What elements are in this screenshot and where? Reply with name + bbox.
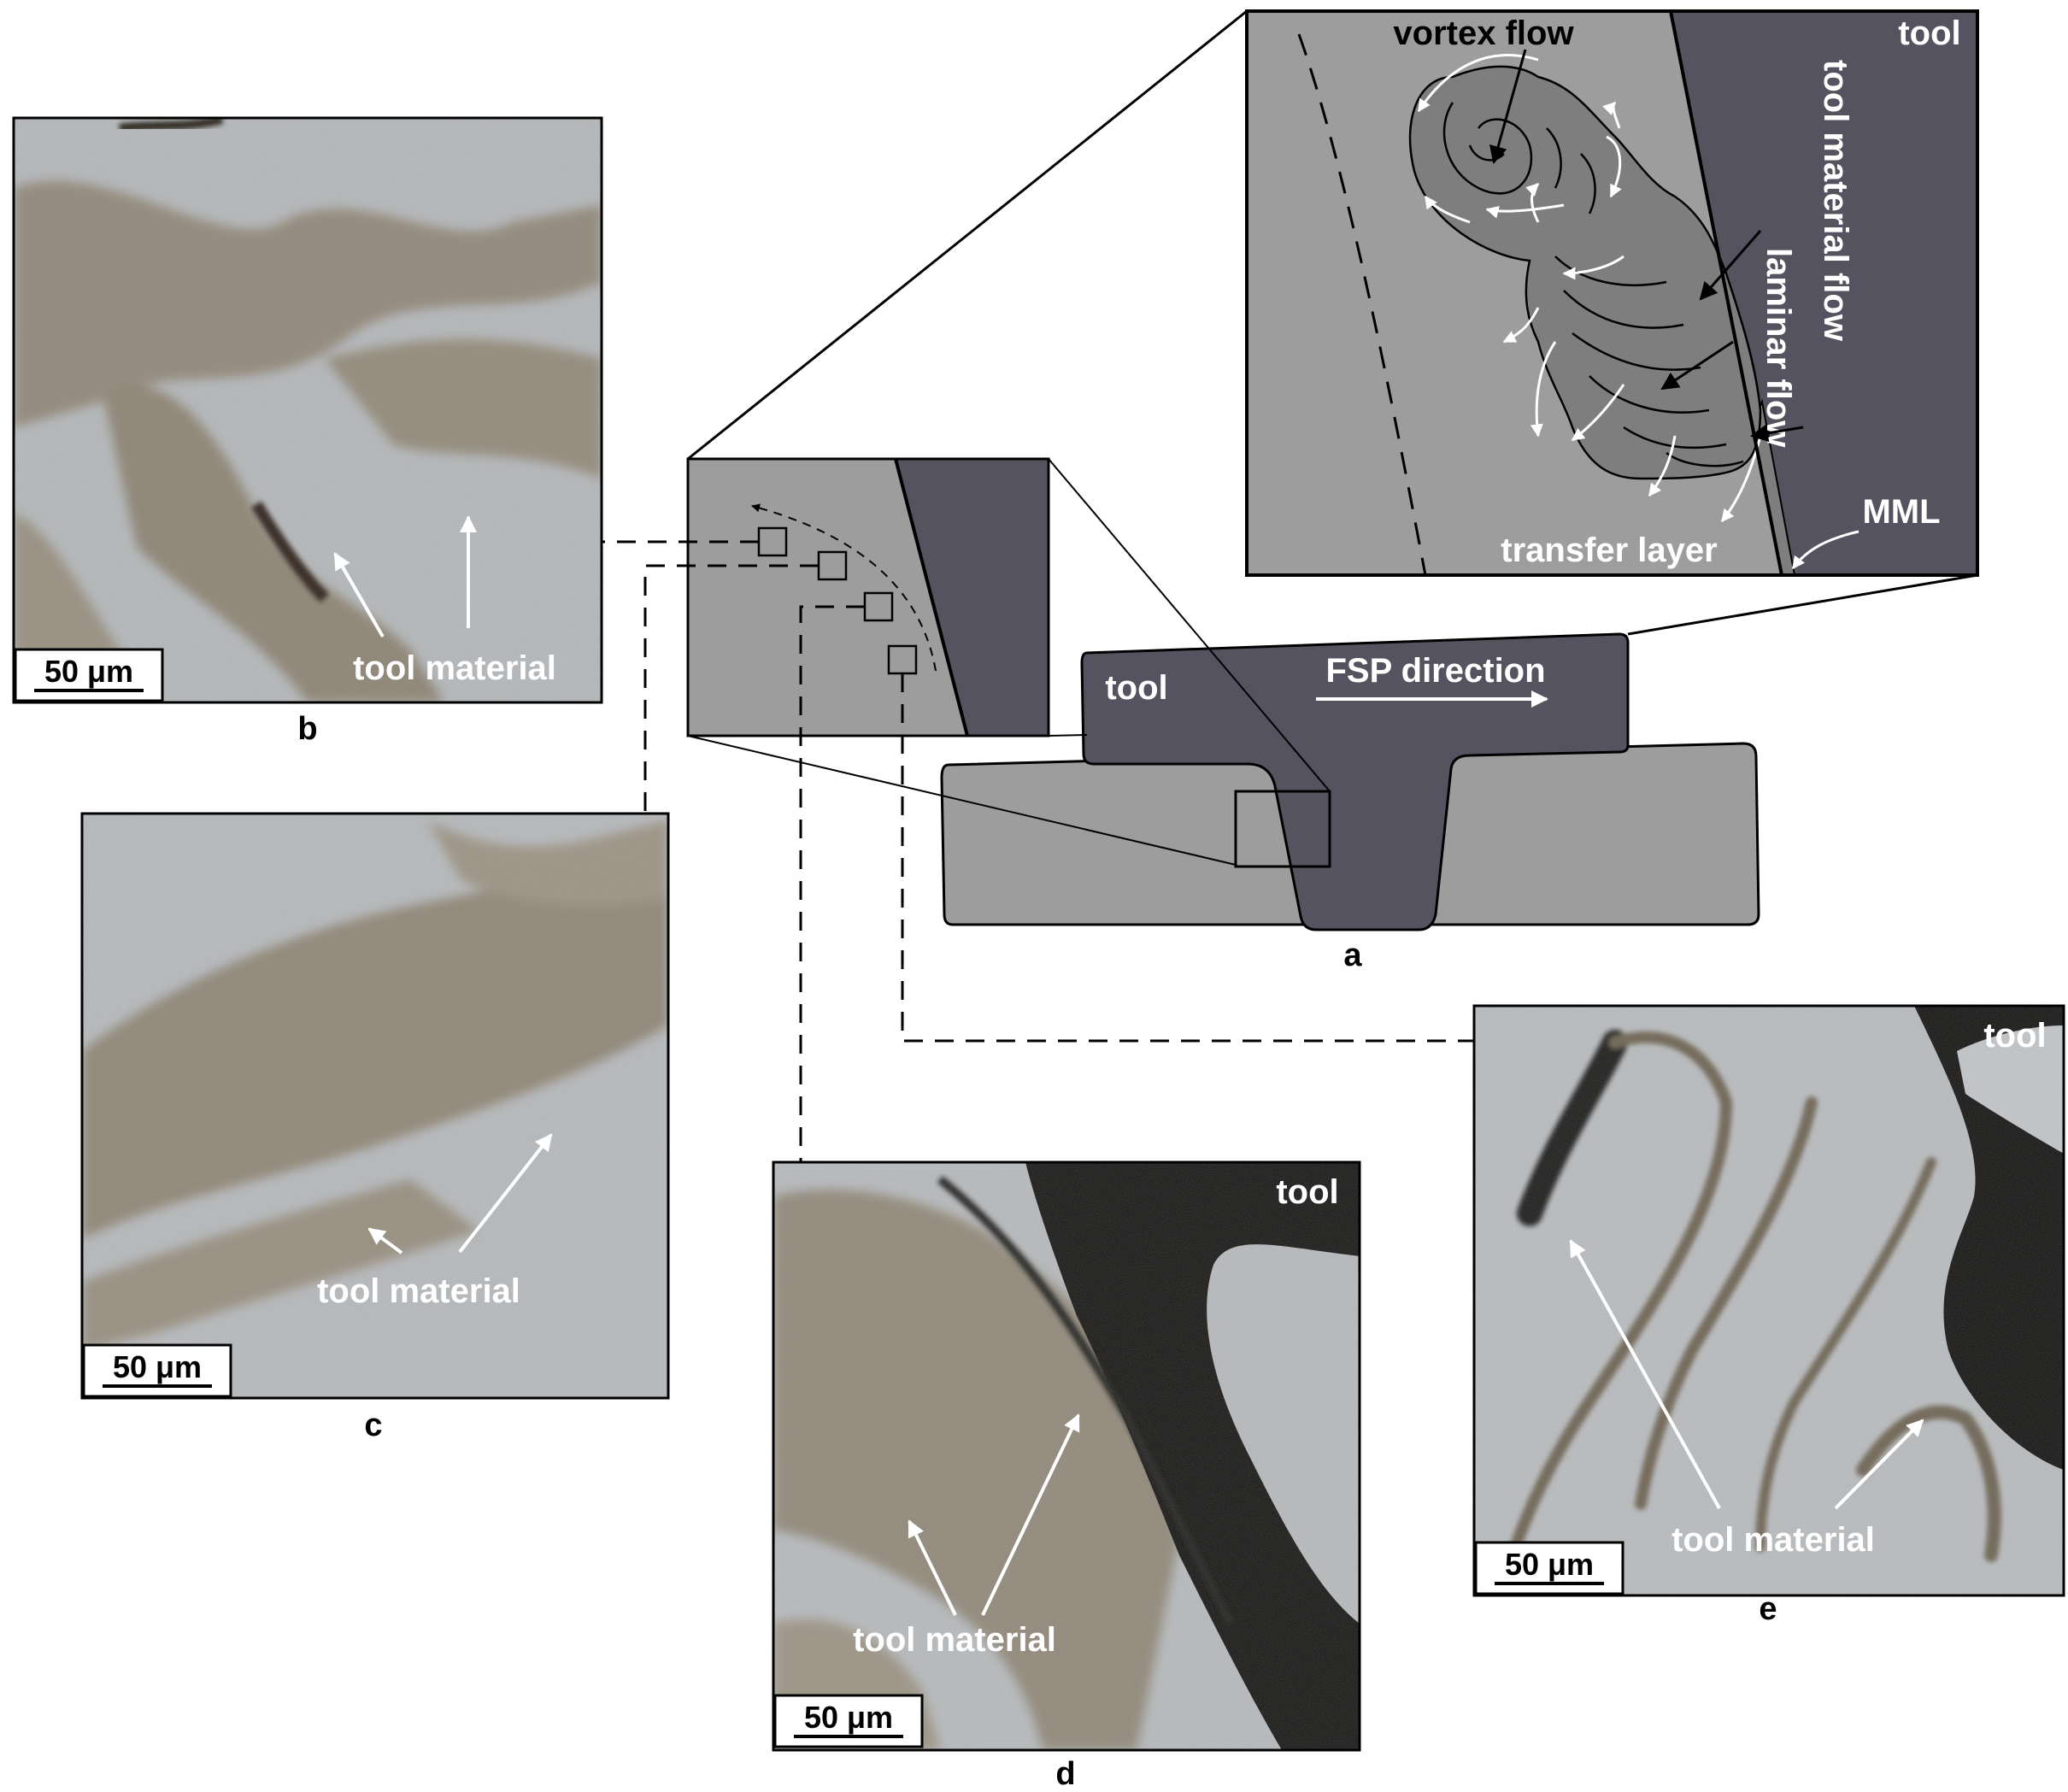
tool-label-zoom2: tool [1898,15,1960,52]
scale-bar-b: 50 μm [44,654,133,689]
arrow-d-2 [981,1413,1080,1616]
micrograph-e [1474,1006,2064,1595]
leader-lines [602,540,1474,1162]
micrograph-b [14,118,602,702]
micrograph-b-frame [12,116,603,704]
laminar-flow-label: laminar flow [1760,248,1797,448]
micrograph-d-frame [772,1160,1361,1752]
annotation-d: tool material [853,1621,1056,1659]
panel-letter-b: b [297,711,317,747]
scale-bar-c: 50 μm [113,1349,202,1384]
tool-label-e: tool [1983,1017,2046,1055]
tool-label-a: tool [1105,669,1167,707]
tool-label-d: tool [1276,1173,1338,1211]
micrograph-e-frame [1472,1004,2065,1597]
micrograph-c-frame [80,812,670,1400]
fsp-direction-label: FSP direction [1325,652,1545,690]
panel-letter-e: e [1759,1591,1777,1627]
tool [1080,632,1630,931]
arrow-e-2 [1834,1419,1924,1510]
micrograph-c [82,814,668,1398]
annotation-c: tool material [317,1272,520,1310]
scale-bar-e: 50 μm [1505,1547,1594,1582]
panel-letter-d: d [1055,1756,1075,1792]
transfer-layer-label: transfer layer [1501,532,1717,569]
arrow-e-1 [1569,1239,1721,1509]
mml-label: MML [1862,493,1940,531]
panel-letter-c: c [364,1407,382,1443]
tool-material-flow-label: tool material flow [1817,60,1854,342]
zoom-box-a [1234,790,1331,868]
arrow-b-2 [333,552,385,637]
vortex-flow-label: vortex flow [1393,15,1574,52]
zoom-2 [1247,11,1977,575]
schematic-a: tool FSP direction a [686,9,1979,973]
zoom-2-frame [1245,9,1979,577]
arrow-c-1 [458,1133,553,1254]
zoom-1-frame [686,457,1050,737]
micrograph-d [773,1162,1360,1750]
scale-bar-d: 50 μm [804,1700,893,1735]
annotation-e: tool material [1671,1521,1875,1559]
arrow-d-1 [908,1519,957,1616]
zoom-1 [688,459,1049,736]
annotation-b: tool material [353,649,556,687]
arrow-c-2 [367,1227,403,1254]
panel-letter-a: a [1343,937,1362,973]
